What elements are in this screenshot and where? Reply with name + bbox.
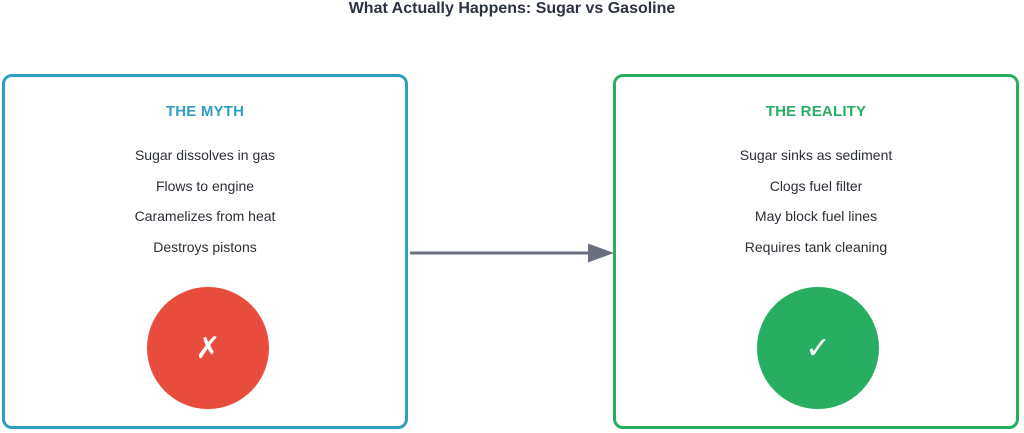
myth-item: Caramelizes from heat <box>134 208 276 224</box>
check-mark-icon: ✓ <box>805 330 831 366</box>
cross-mark-icon: ✗ <box>195 330 221 366</box>
myth-item: Sugar dissolves in gas <box>134 147 276 163</box>
reality-item: Sugar sinks as sediment <box>739 147 893 163</box>
myth-list: Sugar dissolves in gas Flows to engine C… <box>5 147 405 269</box>
myth-badge: ✗ <box>147 287 269 409</box>
reality-list: Sugar sinks as sediment Clogs fuel filte… <box>616 147 1016 269</box>
reality-item: Requires tank cleaning <box>744 238 888 255</box>
reality-item: May block fuel lines <box>754 208 878 224</box>
reality-panel: THE REALITY Sugar sinks as sediment Clog… <box>613 74 1019 429</box>
reality-item: Clogs fuel filter <box>769 177 863 194</box>
diagram-title: What Actually Happens: Sugar vs Gasoline <box>348 0 676 17</box>
myth-item: Destroys pistons <box>153 238 257 255</box>
myth-panel: THE MYTH Sugar dissolves in gas Flows to… <box>2 74 408 429</box>
arrowhead <box>588 243 614 263</box>
reality-badge: ✓ <box>757 287 879 409</box>
myth-heading: THE MYTH <box>165 103 245 120</box>
myth-item: Flows to engine <box>155 177 255 194</box>
reality-heading: THE REALITY <box>765 103 867 120</box>
